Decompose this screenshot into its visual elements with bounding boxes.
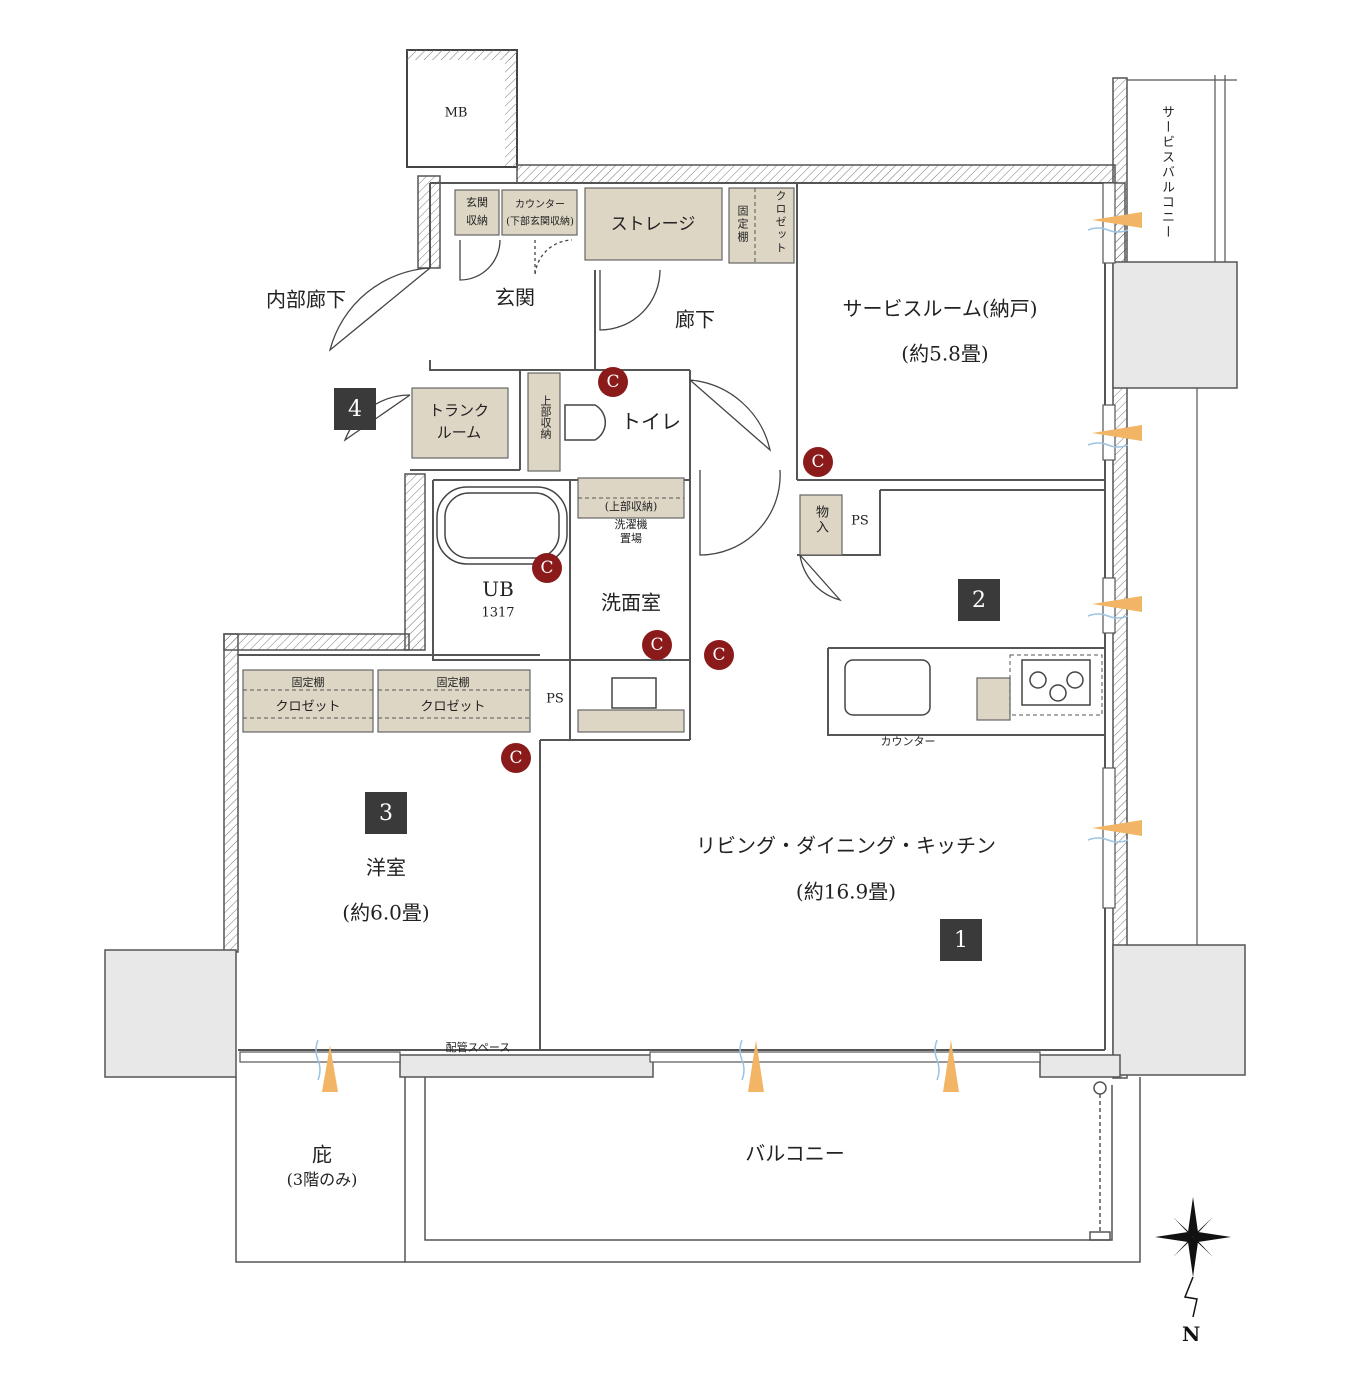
ub-label: UB [482,577,514,601]
western-room-label: 洋室 [366,855,406,880]
c-marker: C [704,640,734,670]
closet-a-label: クロゼット [275,699,341,715]
mb-label: MB [444,105,468,121]
ventilation-arrows [315,212,1142,1092]
trunk-room-label-2: ルーム [436,423,482,442]
ps-label-washroom: PS [546,691,564,707]
compass-icon [1155,1197,1231,1318]
c-marker: C [803,447,833,477]
structural-columns [104,261,1246,1078]
fixed-shelf-a-label: 固定棚 [291,676,325,689]
washer-label: 洗濯機 [614,518,648,531]
corridor-label: 廊下 [675,307,715,332]
ldk-label: リビング・ダイニング・キッチン [696,833,996,858]
storage-dashes [243,188,1103,719]
washer-label-2: 置場 [620,532,642,545]
toilet-label: トイレ [621,409,681,434]
toilet-fixture [564,404,607,441]
service-room-size: (約5.8畳) [901,341,989,366]
bathtub [436,486,568,565]
eaves-sub-label: (3階のみ) [286,1170,358,1189]
mono-ire-label: 物入 [813,505,828,535]
c-marker: C [532,553,562,583]
ps-label-ldk: PS [851,513,869,529]
upper-storage-vertical-label: 上部収納 [539,395,552,439]
balcony-outline [235,1077,1141,1263]
service-room-label: サービスルーム(納戸) [842,296,1038,321]
ub-size-label: 1317 [481,605,515,621]
entrance-storage-label-2: 収納 [466,214,488,227]
inner-corridor-label: 内部廊下 [266,287,346,312]
badge-2: 2 [958,579,1000,621]
badge-4: 4 [334,388,376,430]
fixed-shelf-b-label: 固定棚 [436,676,470,689]
badge-1: 1 [940,919,982,961]
entrance-storage-label: 玄関 [466,196,488,209]
counter-storage-label: カウンター [515,199,565,211]
fixed-shelf-label: 固定棚 [736,205,749,244]
upper-storage-label: (上部収納) [604,500,658,513]
north-label: N [1182,1322,1201,1346]
mb-box [406,49,518,168]
storage-label: ストレージ [610,214,696,235]
ldk-size: (約16.9畳) [795,879,897,904]
counter-storage-sub: (下部玄関収納) [506,216,574,228]
genkan-label: 玄関 [495,285,535,310]
eaves-label: 庇 [312,1142,332,1167]
washroom-label: 洗面室 [601,590,661,615]
western-room-size: (約6.0畳) [342,900,430,925]
trunk-room-label: トランク [428,401,490,420]
badge-3: 3 [365,792,407,834]
balcony-label: バルコニー [745,1141,845,1166]
service-balcony-label: サービスバルコニー [1159,105,1174,240]
kitchen-fixtures [611,659,1091,716]
closet-b-label: クロゼット [420,699,486,715]
c-marker: C [642,630,672,660]
service-balcony [1127,75,1237,945]
pipe-space-label: 配管スペース [445,1041,511,1054]
c-marker: C [598,367,628,397]
c-marker: C [501,743,531,773]
counter-label: カウンター [880,735,936,748]
closet-label: クロゼット [774,190,787,255]
